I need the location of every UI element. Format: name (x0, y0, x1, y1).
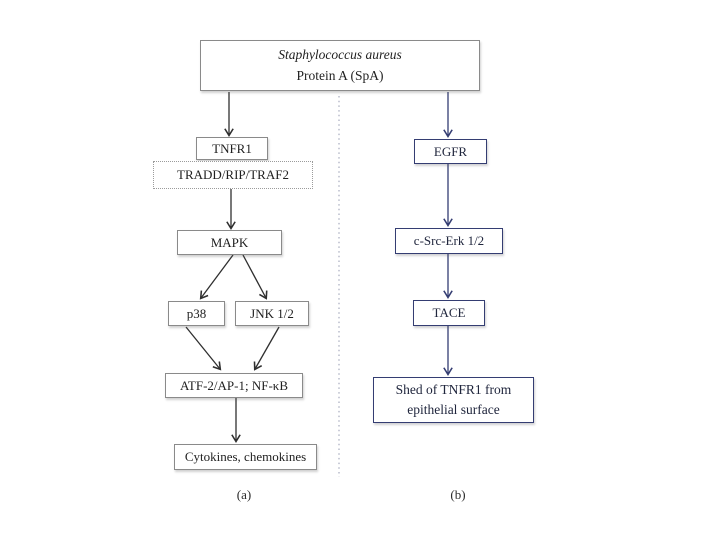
node-p38: p38 (168, 301, 225, 326)
node-tace: TACE (413, 300, 485, 326)
node-jnk: JNK 1/2 (235, 301, 309, 326)
arrow-jnk-to-atf (253, 326, 280, 371)
node-tnfr1: TNFR1 (196, 137, 268, 160)
node-mapk: MAPK (177, 230, 282, 255)
node-csrc-erk: c-Src-Erk 1/2 (395, 228, 503, 254)
arrow-mapk-to-p38 (199, 254, 234, 300)
protein-name: Protein A (SpA) (296, 67, 384, 83)
node-atf2-ap1-nfkb: ATF-2/AP-1; NF-κB (165, 373, 303, 398)
panel-label-b: (b) (450, 487, 466, 502)
arrow-p38-to-atf (185, 326, 222, 371)
node-egfr: EGFR (414, 139, 487, 164)
node-cytokines-chemokines: Cytokines, chemokines (174, 444, 317, 470)
organism-name: Staphylococcus aureus (278, 46, 402, 62)
node-tnfr1-shedding: Shed of TNFR1 from epithelial surface (373, 377, 534, 423)
panel-label-a: (a) (236, 487, 252, 502)
node-tradd-rip-traf2: TRADD/RIP/TRAF2 (153, 161, 313, 189)
arrow-mapk-to-jnk (242, 254, 268, 300)
node-spa-source: Staphylococcus aureus Protein A (SpA) (200, 40, 480, 91)
